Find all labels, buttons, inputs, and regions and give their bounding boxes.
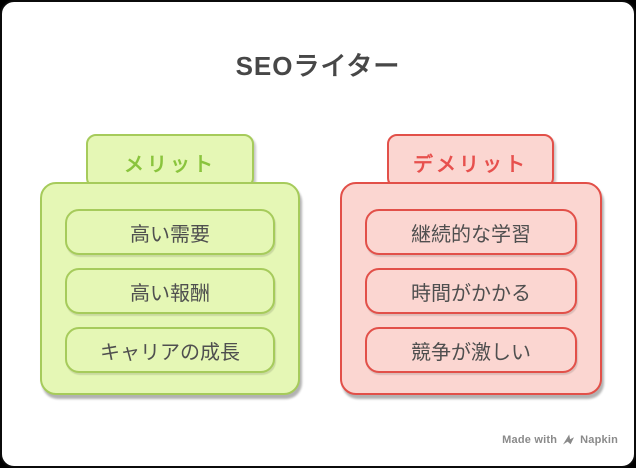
demerit-header-label: デメリット (413, 154, 528, 176)
demerit-panel: 継続的な学習 時間がかかる 競争が激しい (340, 182, 602, 395)
napkin-watermark: Made with Napkin (502, 433, 618, 446)
merit-header-label: メリット (124, 154, 216, 176)
demerit-item-3: 競争が激しい (365, 327, 577, 373)
merit-group: メリット 高い需要 高い報酬 キャリアの成長 (40, 134, 300, 395)
merit-header-tab: メリット (86, 134, 254, 188)
diagram-title: SEOライター (235, 51, 401, 81)
merit-item-2: 高い報酬 (65, 268, 275, 314)
napkin-logo-icon (562, 433, 575, 446)
merit-item-1: 高い需要 (65, 209, 275, 255)
watermark-brand: Napkin (580, 433, 618, 446)
watermark-prefix: Made with (502, 433, 558, 446)
demerit-group: デメリット 継続的な学習 時間がかかる 競争が激しい (340, 134, 602, 395)
demerit-header-tab: デメリット (387, 134, 554, 188)
demerit-item-2: 時間がかかる (365, 268, 577, 314)
merit-panel: 高い需要 高い報酬 キャリアの成長 (40, 182, 300, 395)
demerit-item-1: 継続的な学習 (365, 209, 577, 255)
merit-item-3: キャリアの成長 (65, 327, 275, 373)
